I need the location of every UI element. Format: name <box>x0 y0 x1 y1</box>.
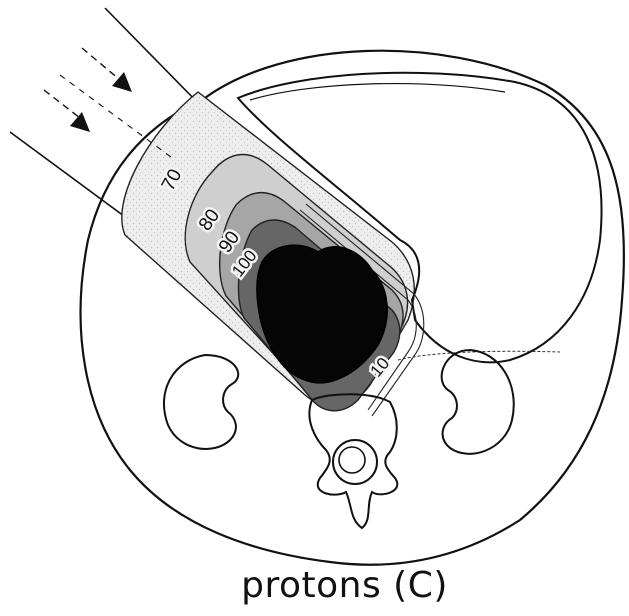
left-kidney <box>164 355 238 449</box>
beam-arrow-central-dashes <box>60 75 175 160</box>
beam-arrow-lower-shaft <box>44 90 80 118</box>
beam-arrow-upper-shaft <box>82 48 120 80</box>
beam-arrow-lower-icon <box>70 112 90 132</box>
lung-cavity-inner <box>250 84 505 100</box>
isodose-10-line <box>398 351 560 360</box>
vertebra-outline <box>309 394 397 528</box>
figure-caption: protons (C) <box>0 565 629 606</box>
right-kidney <box>442 350 514 454</box>
spinal-canal-inner <box>339 447 365 473</box>
